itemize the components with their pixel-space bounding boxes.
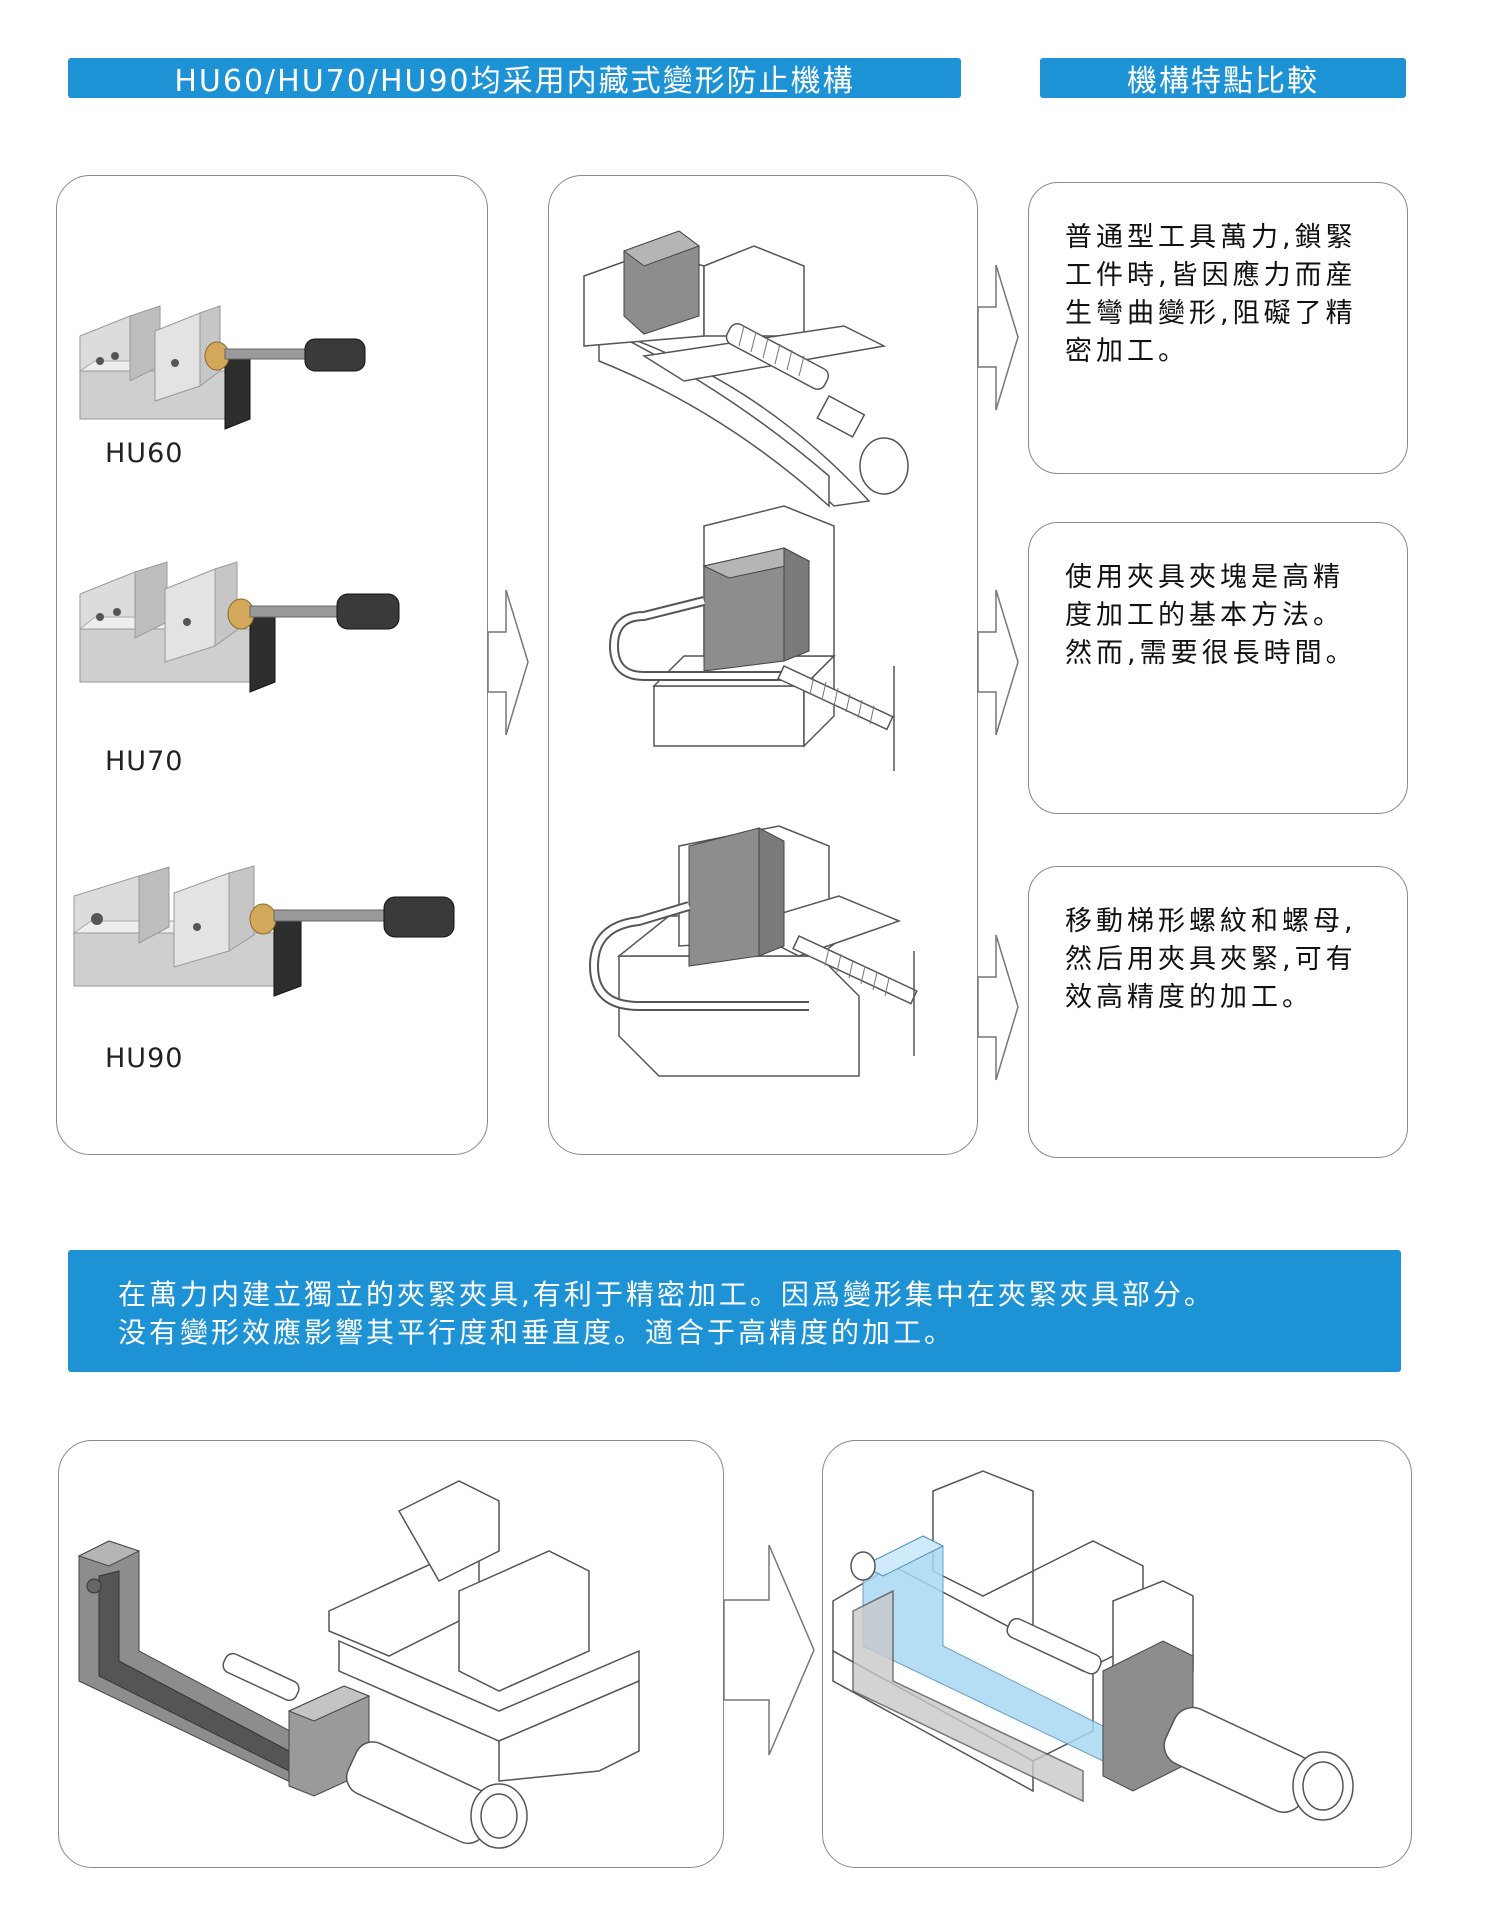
model-label-hu60: HU60 [105, 438, 184, 469]
models-panel: HU60 HU70 HU90 [56, 175, 488, 1155]
exploded-clamp-illustration [77, 1480, 640, 1849]
note-3-line-1: 移動梯形螺紋和螺母, [1065, 906, 1357, 937]
methods-panel [548, 175, 978, 1155]
exploded-view-panel [58, 1440, 724, 1868]
model-label-hu70: HU70 [105, 746, 184, 777]
note-1-line-1: 普通型工具萬力,鎖緊 [1065, 222, 1357, 253]
model-label-hu90: HU90 [105, 1043, 184, 1074]
summary-banner: 在萬力内建立獨立的夾緊夾具,有利于精密加工。因爲變形集中在夾緊夾具部分。 没有變… [68, 1250, 1401, 1372]
deformed-vise-illustration [583, 230, 909, 508]
note-3-line-2: 然后用夾具夾緊,可有 [1065, 944, 1357, 975]
arrow-right-icon [487, 589, 529, 736]
summary-line-2: 没有變形效應影響其平行度和垂直度。適合于高精度的加工。 [118, 1316, 956, 1349]
note-trapezoid-thread: 移動梯形螺紋和螺母, 然后用夾具夾緊,可有 效高精度的加工。 [1028, 866, 1408, 1158]
note-3-line-3: 效高精度的加工。 [1065, 982, 1313, 1013]
arrow-right-icon-1 [977, 264, 1019, 411]
assembled-view-panel [822, 1440, 1412, 1868]
vise-with-clamp-illustration [588, 825, 918, 1077]
note-2-line-1: 使用夾具夾塊是高精 [1065, 562, 1344, 593]
header-banner-left-text: HU60/HU70/HU90均采用内藏式變形防止機構 [174, 64, 855, 99]
note-clamp-method: 使用夾具夾塊是高精 度加工的基本方法。 然而,需要很長時間。 [1028, 522, 1408, 814]
note-2-line-2: 度加工的基本方法。 [1065, 600, 1344, 631]
arrow-right-icon-3 [977, 934, 1019, 1081]
arrow-right-icon-bottom [723, 1544, 815, 1756]
header-banner-left: HU60/HU70/HU90均采用内藏式變形防止機構 [68, 58, 961, 99]
c-clamp-illustration [608, 505, 895, 771]
note-1-line-4: 密加工。 [1065, 336, 1189, 367]
note-2-line-3: 然而,需要很長時間。 [1065, 638, 1357, 669]
summary-line-1: 在萬力内建立獨立的夾緊夾具,有利于精密加工。因爲變形集中在夾緊夾具部分。 [118, 1278, 1215, 1311]
arrow-right-icon-2 [977, 589, 1019, 736]
hu90-vise-image [72, 865, 455, 997]
note-1-line-3: 生彎曲變形,阻礙了精 [1065, 298, 1357, 329]
assembled-vise-illustration [832, 1470, 1354, 1821]
header-banner-right-text: 機構特點比較 [1127, 64, 1319, 99]
hu70-vise-image [78, 561, 400, 693]
hu60-vise-image [78, 305, 366, 430]
note-1-line-2: 工件時,皆因應力而産 [1065, 260, 1357, 291]
note-conventional-vise: 普通型工具萬力,鎖緊 工件時,皆因應力而産 生彎曲變形,阻礙了精 密加工。 [1028, 182, 1408, 474]
header-banner-right: 機構特點比較 [1040, 58, 1406, 99]
